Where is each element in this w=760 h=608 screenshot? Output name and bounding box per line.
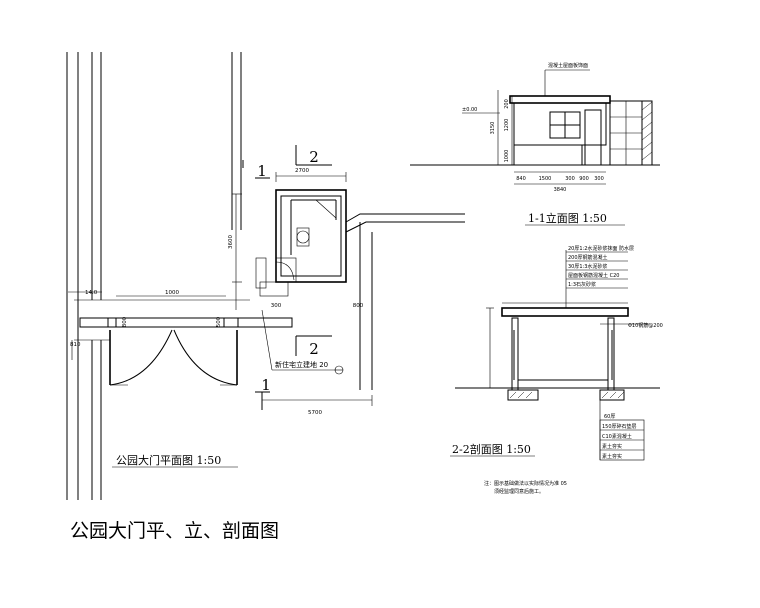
plan-note: 新住宅立建地 20 bbox=[275, 360, 328, 369]
section-note-1: 20厚1:2水泥砂浆抹面 防水层 bbox=[568, 245, 634, 252]
plan-dim-small-a: 300 bbox=[271, 303, 282, 309]
elevation-dim-1: 840 bbox=[516, 176, 526, 182]
elevation-view bbox=[410, 69, 660, 226]
elevation-height-1: 200 bbox=[504, 99, 510, 109]
section-caption: 2-2剖面图 1:50 bbox=[452, 442, 531, 456]
elevation-level-note: ±0.00 bbox=[462, 107, 477, 113]
plan-dim-gate: 1000 bbox=[165, 290, 179, 296]
elevation-dim-4: 900 bbox=[579, 176, 589, 182]
plan-dim-top: 2700 bbox=[295, 168, 309, 174]
section-floor-note-4: 素土夯实 bbox=[602, 443, 622, 450]
elevation-caption: 1-1立面图 1:50 bbox=[528, 211, 607, 225]
elevation-dim-3: 300 bbox=[565, 176, 575, 182]
main-title: 公园大门平、立、剖面图 bbox=[70, 520, 279, 542]
plan-dim-depth: 3600 bbox=[228, 235, 234, 249]
plan-section-mark-2-bottom: 2 bbox=[309, 340, 319, 358]
plan-section-mark-2-top: 2 bbox=[309, 148, 319, 166]
elevation-dim-5: 300 bbox=[594, 176, 604, 182]
plan-view bbox=[66, 52, 465, 500]
elevation-roof-note: 混凝土屋面板饰面 bbox=[548, 62, 588, 69]
section-floor-note-2: 150厚碎石垫层 bbox=[602, 423, 637, 430]
elevation-dim-2: 1500 bbox=[539, 176, 552, 182]
section-note-5: 1:3石灰砂浆 bbox=[568, 281, 596, 288]
section-note-4: 屋面板钢筋混凝土 C20 bbox=[568, 272, 619, 279]
elevation-height-2: 1200 bbox=[504, 119, 510, 132]
plan-caption: 公园大门平面图 1:50 bbox=[116, 453, 221, 467]
section-eave-note: Φ10钢筋@200 bbox=[628, 322, 663, 329]
elevation-height-4: 1000 bbox=[504, 150, 510, 163]
section-floor-note-5: 素土夯实 bbox=[602, 453, 622, 460]
plan-dim-pier-b: 500 bbox=[216, 316, 222, 327]
section-floor-note-3: C10素混凝土 bbox=[602, 433, 632, 440]
section-note-3: 30厚1:3水泥砂浆 bbox=[568, 263, 607, 270]
section-floor-note-1: 60厚 bbox=[604, 414, 615, 420]
plan-dim-left-height: 810 bbox=[70, 342, 81, 348]
plan-section-mark-1-top: 1 bbox=[257, 162, 267, 180]
section-footnote-2: 须经监理同意后施工。 bbox=[494, 488, 544, 495]
section-view bbox=[450, 250, 660, 461]
plan-dim-left-offset: 14.0 bbox=[85, 290, 98, 296]
elevation-height-3: 3150 bbox=[490, 122, 496, 135]
section-footnote-1: 注：图示基础做法以实际情况为准 05 bbox=[484, 480, 567, 487]
plan-dim-bottom: 5700 bbox=[308, 410, 322, 416]
plan-dim-small-b: 800 bbox=[353, 303, 364, 309]
section-note-2: 200厚钢筋混凝土 bbox=[568, 254, 608, 261]
plan-dim-pier-a: 800 bbox=[122, 316, 128, 327]
plan-section-mark-1-bottom: 1 bbox=[261, 376, 271, 394]
elevation-dim-total: 3840 bbox=[554, 187, 567, 193]
